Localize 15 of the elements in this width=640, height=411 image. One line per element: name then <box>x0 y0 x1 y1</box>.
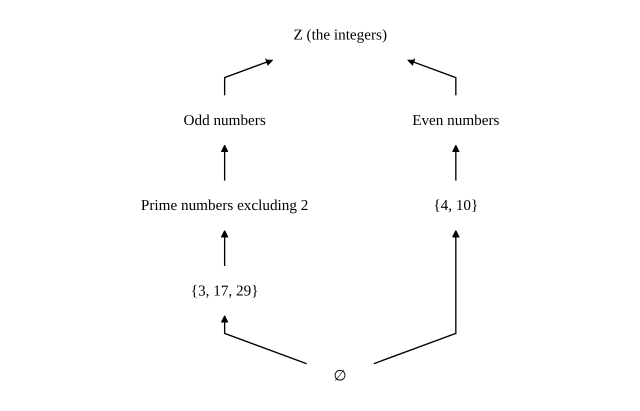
node-text: Prime numbers excluding 2 <box>140 196 308 214</box>
arrow <box>220 144 228 181</box>
arrow <box>406 58 456 96</box>
node-text: Odd numbers <box>183 112 266 128</box>
hasse-diagram: Z (the integers) Odd numbers Even numbers Prime numbers excluding 2 {3, 17, 29} {4, 10} ∅ <box>106 3 534 408</box>
node-text: Z (the integers) <box>293 26 387 44</box>
arrow <box>373 230 460 364</box>
arrow <box>224 58 274 96</box>
arrow <box>220 230 228 266</box>
node-text: {4, 10} <box>433 196 478 214</box>
arrow <box>220 315 307 364</box>
node-text: {3, 17, 29} <box>190 282 258 300</box>
arrow <box>452 144 460 181</box>
node-text: Even numbers <box>412 112 500 128</box>
node-text: ∅ <box>333 367 347 384</box>
